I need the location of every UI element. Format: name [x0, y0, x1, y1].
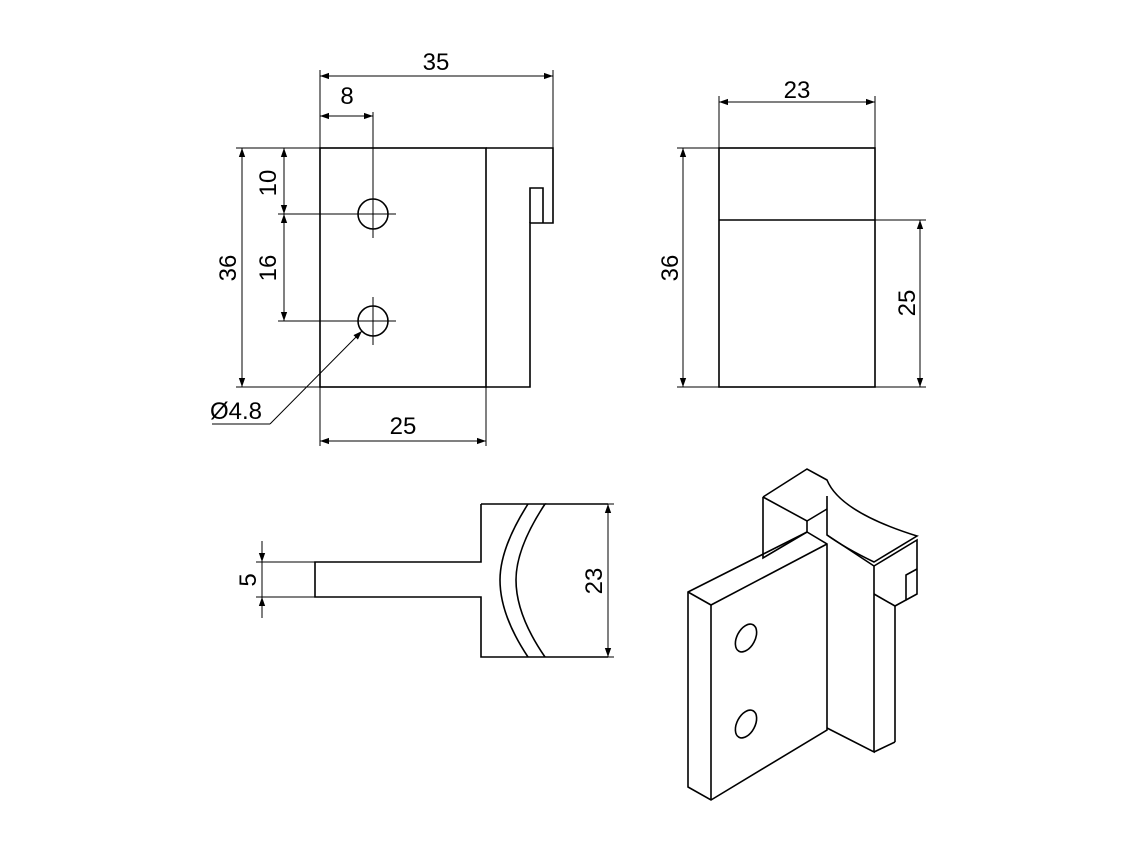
iso-hole-lower [734, 709, 758, 739]
side-view: 23 36 25 [657, 77, 926, 388]
dimension-tab-thickness: 5 [235, 541, 315, 618]
iso-hole-upper [734, 623, 758, 653]
dim-label-8: 8 [340, 83, 353, 110]
dimension-side-width: 23 [718, 77, 876, 148]
dim-label-23-top: 23 [581, 568, 608, 595]
mounting-hole-lower [350, 297, 396, 345]
isometric-view [687, 468, 919, 801]
front-view-outline [319, 147, 554, 388]
dim-label-25-front: 25 [390, 413, 417, 440]
dimension-plate-width: 25 [319, 387, 487, 446]
dimension-hole-diameter: Ø4.8 [210, 330, 363, 425]
dim-label-10: 10 [255, 170, 282, 197]
top-view: 5 23 [235, 503, 614, 658]
dim-label-35: 35 [423, 49, 450, 76]
mounting-hole-upper [350, 112, 396, 238]
dimension-hole-offset-top: 10 [255, 148, 350, 215]
dim-label-36-front: 36 [215, 255, 242, 282]
dimension-width-overall: 35 [319, 49, 554, 148]
dim-label-36-side: 36 [657, 255, 684, 282]
top-view-outline [314, 503, 608, 658]
dimension-top-width: 23 [581, 503, 614, 658]
dimension-hole-offset-x: 8 [320, 83, 373, 120]
dimension-side-height: 36 [657, 147, 719, 388]
dim-label-23-side: 23 [784, 77, 811, 104]
dim-label-25-side: 25 [894, 290, 921, 317]
front-view: 35 8 36 10 16 25 [210, 49, 554, 446]
side-view-outline [718, 147, 876, 388]
iso-mounting-plate [687, 531, 828, 801]
dim-label-5: 5 [235, 573, 262, 586]
dim-label-hole-diameter: Ø4.8 [210, 398, 262, 425]
dim-label-16: 16 [255, 255, 282, 282]
dimension-side-lower-height: 25 [875, 219, 926, 388]
iso-body [826, 534, 918, 754]
iso-curved-top [762, 468, 919, 563]
dimension-hole-spacing: 16 [255, 214, 350, 322]
